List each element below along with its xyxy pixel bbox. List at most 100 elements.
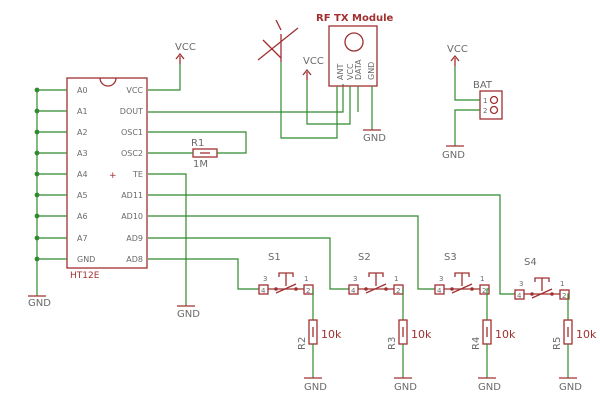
resistor-value: 10k — [411, 328, 432, 341]
switch-node — [384, 287, 388, 291]
gnd-symbol-rf: GND — [363, 129, 386, 144]
switch-pin-4: 4 — [261, 287, 266, 295]
vcc-label-bat: VCC — [447, 44, 468, 55]
gnd-label: GND — [394, 382, 417, 393]
switch-pin-3: 3 — [353, 275, 357, 283]
antenna-icon — [257, 19, 299, 62]
junction-dot — [34, 235, 40, 241]
switch-node — [364, 287, 368, 291]
switch-lever — [531, 288, 553, 299]
switch-input-wire — [148, 237, 349, 290]
battery-connector: BAT 1 2 — [473, 80, 503, 120]
bat-gnd-wire — [454, 109, 480, 146]
switch-node — [470, 287, 474, 291]
te-wire — [148, 173, 187, 306]
switch-node — [274, 287, 278, 291]
ic-pin-label-dout: DOUT — [120, 107, 143, 116]
resistor-name: R4 — [471, 337, 482, 350]
rf-pin-ant: ANT — [336, 64, 345, 80]
osc-wires — [148, 131, 247, 154]
switch-pin-1: 1 — [480, 275, 484, 283]
switch-pin-1: 1 — [560, 280, 564, 288]
switch-s2: 4 2 3 1 S2 — [148, 237, 404, 295]
ic-pin-label-a0: A0 — [77, 86, 88, 95]
vcc-symbol-ic: VCC — [175, 42, 196, 64]
junction-dot — [34, 192, 40, 198]
switch-pin-2: 2 — [482, 287, 486, 295]
switch-pin-2: 2 — [396, 287, 400, 295]
ic-pin-label-osc1: OSC1 — [121, 128, 143, 137]
ic-pin-label-te: TE — [132, 170, 143, 179]
gnd-label: GND — [304, 382, 327, 393]
switch-pin-1: 1 — [394, 275, 398, 283]
gnd-label-bat: GND — [442, 150, 465, 161]
junction-dot — [34, 129, 40, 135]
gnd-symbol-left: GND — [28, 295, 51, 309]
switch-s3: 4 2 3 1 S3 — [148, 215, 490, 295]
switch-pin-3: 3 — [263, 275, 267, 283]
resistor-top-wire — [486, 288, 489, 320]
rf-tx-module: RF TX Module ANT VCC DATA GND — [316, 13, 394, 87]
switch-pin-3: 3 — [519, 280, 523, 288]
ic-pin-label-a4: A4 — [77, 170, 88, 179]
ic-pin-label-ad11: AD11 — [121, 191, 143, 200]
rf-pin-data: DATA — [354, 59, 363, 80]
junction-dot — [34, 213, 40, 219]
switch-input-wire — [148, 258, 259, 290]
bat-vcc-wire — [454, 66, 480, 101]
vcc-wire-ic — [148, 64, 181, 91]
switch-lever — [365, 283, 387, 294]
ic-pin-label-a1: A1 — [77, 107, 88, 116]
junction-dot — [34, 150, 40, 156]
resistor-name: R3 — [387, 337, 398, 350]
junction-dot — [34, 171, 40, 177]
switch-name: S4 — [524, 257, 537, 268]
r1-name: R1 — [191, 138, 204, 149]
resistor-name: R5 — [552, 337, 563, 350]
switch-name: S1 — [268, 252, 281, 263]
switch-pin-2: 2 — [562, 292, 566, 300]
junction-dot — [34, 87, 40, 93]
switch-s4: 4 2 3 1 S4 — [148, 194, 570, 300]
resistor-name: R2 — [297, 337, 308, 350]
vcc-symbol-rf: VCC — [302, 56, 324, 80]
rf-module-hole — [344, 32, 364, 52]
switch-name: S2 — [358, 252, 371, 263]
bat-pin-1: 1 — [483, 97, 487, 105]
dout-wire — [148, 84, 344, 113]
rf-module-body — [328, 25, 378, 87]
r1-resistor: R1 1M — [191, 138, 218, 170]
switch-pin-4: 4 — [351, 287, 356, 295]
gnd-label-left: GND — [28, 298, 51, 309]
ic-pin-label-a7: A7 — [77, 234, 88, 243]
switch-pin-2: 2 — [306, 287, 310, 295]
switch-name: S3 — [444, 252, 457, 263]
switch-lever — [451, 283, 473, 294]
gnd-symbol-bat: GND — [442, 145, 465, 161]
gnd-label: GND — [478, 382, 501, 393]
switch-pin-3: 3 — [439, 275, 443, 283]
gnd-symbol-te: GND — [177, 305, 200, 320]
rf-ant-wire — [280, 62, 338, 139]
ic-pin-label-a3: A3 — [77, 149, 88, 158]
ic-notch — [99, 77, 117, 87]
junction-dot — [34, 256, 40, 262]
gnd-label-te: GND — [177, 309, 200, 320]
junction-dot — [34, 108, 40, 114]
gnd-label: GND — [559, 382, 582, 393]
ic-pin-label-osc2: OSC2 — [121, 149, 143, 158]
resistor-value: 10k — [576, 328, 597, 341]
rf-vcc-wire — [306, 80, 351, 125]
rf-pin-vcc: VCC — [346, 63, 355, 80]
ic-pin-label-ad9: AD9 — [126, 234, 143, 243]
ic-label: HT12E — [70, 271, 100, 281]
bat-label: BAT — [473, 80, 493, 91]
resistor-value: 10k — [321, 328, 342, 341]
